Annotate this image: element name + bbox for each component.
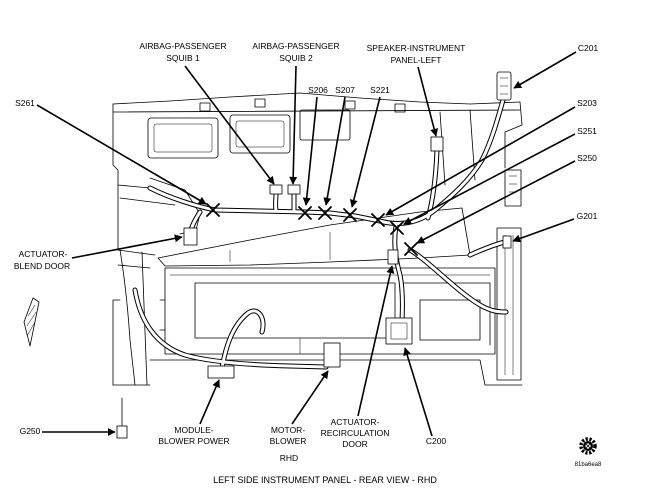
svg-text:AIRBAG-PASSENGER: AIRBAG-PASSENGER: [252, 41, 339, 51]
svg-text:SQUIB 2: SQUIB 2: [279, 53, 313, 63]
blower-motor-connector: [323, 342, 341, 368]
leader-recirculation-door: [357, 265, 395, 417]
squib-2-connector: [287, 184, 301, 195]
leader-blend-door: [71, 234, 183, 259]
g201-ground: [502, 235, 512, 249]
svg-text:RECIRCULATION: RECIRCULATION: [321, 428, 390, 438]
leader-squib-1: [184, 65, 275, 185]
leader-s251: [403, 133, 576, 225]
label-s250: S250: [577, 153, 597, 163]
figure-code: 81ba6ea8: [575, 462, 602, 468]
svg-text:BLOWER: BLOWER: [270, 436, 307, 446]
splice-marks: [206, 203, 418, 256]
svg-text:SPEAKER-INSTRUMENT: SPEAKER-INSTRUMENT: [367, 43, 466, 53]
leader-c200: [403, 347, 433, 437]
squib-1-connector: [269, 184, 283, 195]
g250-ground: [116, 425, 128, 439]
label-g250: G250: [20, 426, 41, 436]
speaker-connector: [430, 136, 444, 152]
splice-s203-mark: [371, 213, 385, 227]
leader-s203: [385, 106, 576, 216]
logo-gear-icon: [579, 437, 597, 455]
svg-text:MOTOR-: MOTOR-: [271, 425, 305, 435]
blower-power-module-connector: [207, 365, 235, 379]
leader-speaker: [417, 66, 439, 137]
label-s203: S203: [577, 98, 597, 108]
label-c200: C200: [426, 436, 447, 446]
svg-text:PANEL-LEFT: PANEL-LEFT: [391, 55, 442, 65]
splice-s261-mark: [206, 203, 220, 217]
leader-blower-power: [199, 379, 220, 425]
label-actuator-recirculation-door: ACTUATOR- RECIRCULATION DOOR: [321, 417, 390, 449]
label-actuator-blend-door: ACTUATOR- BLEND DOOR: [14, 249, 70, 271]
wiring-harness: [132, 97, 509, 371]
leader-lines: [36, 51, 577, 437]
leader-c201: [513, 51, 577, 89]
leader-s207: [323, 96, 346, 206]
splice-s206-mark: [298, 206, 312, 220]
c200-connector: [385, 317, 413, 345]
label-c201: C201: [578, 43, 599, 53]
svg-text:BLOWER POWER: BLOWER POWER: [158, 436, 229, 446]
connectors: [23, 71, 512, 439]
label-s221: S221: [370, 85, 390, 95]
label-airbag-passenger-squib-2: AIRBAG-PASSENGER SQUIB 2: [252, 41, 339, 63]
svg-text:BLEND DOOR: BLEND DOOR: [14, 261, 70, 271]
svg-text:ACTUATOR-: ACTUATOR-: [331, 417, 380, 427]
splice-s207-mark: [318, 206, 332, 220]
label-s251: S251: [577, 126, 597, 136]
leader-s261: [36, 104, 207, 205]
splice-s251-mark: [390, 221, 404, 235]
svg-text:SQUIB 1: SQUIB 1: [166, 53, 200, 63]
leader-squib-2: [289, 65, 298, 185]
label-airbag-passenger-squib-1: AIRBAG-PASSENGER SQUIB 1: [139, 41, 226, 63]
splice-s250-mark: [404, 242, 418, 256]
label-s206: S206: [308, 85, 328, 95]
leader-s206: [302, 96, 318, 206]
leader-motor-blower: [291, 370, 329, 425]
label-module-blower-power: MODULE- BLOWER POWER: [158, 425, 229, 446]
blend-door-actuator-connector: [183, 227, 198, 246]
leader-s221: [349, 96, 381, 208]
label-rhd: RHD: [280, 453, 298, 463]
svg-text:DOOR: DOOR: [342, 439, 368, 449]
svg-text:AIRBAG-PASSENGER: AIRBAG-PASSENGER: [139, 41, 226, 51]
splice-s221-mark: [343, 208, 357, 222]
recirculation-actuator-connector: [387, 249, 399, 265]
label-motor-blower: MOTOR- BLOWER: [270, 425, 307, 446]
svg-text:MODULE-: MODULE-: [174, 425, 213, 435]
label-s207: S207: [335, 85, 355, 95]
label-speaker-instrument-panel-left: SPEAKER-INSTRUMENT PANEL-LEFT: [367, 43, 466, 65]
trim-panel-piece: [23, 297, 40, 347]
leader-s250: [416, 160, 576, 244]
diagram-caption: LEFT SIDE INSTRUMENT PANEL - REAR VIEW -…: [213, 475, 437, 485]
label-g201: G201: [577, 211, 598, 221]
leader-g201: [512, 218, 575, 243]
svg-text:ACTUATOR-: ACTUATOR-: [19, 249, 68, 259]
label-s261: S261: [15, 98, 35, 108]
